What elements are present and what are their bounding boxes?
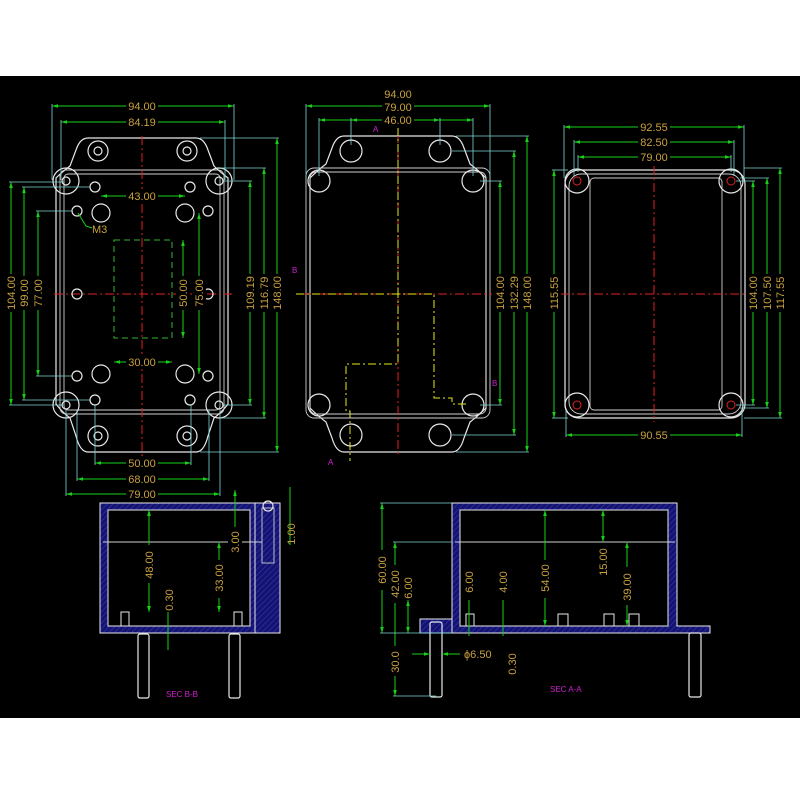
section-b-b: 48.00 0.30 3.00 33.00 1.00 SEC B-B xyxy=(99,487,298,699)
lid-view: 92.55 82.50 79.00 90.55 115.55 104.00 10… xyxy=(547,120,787,442)
dim-79-mid: 79.00 xyxy=(384,102,412,114)
dim-0-30-aa: 0.30 xyxy=(507,653,519,674)
dim-6-right: 6.00 xyxy=(464,571,476,592)
dim-46: 46.00 xyxy=(384,115,412,127)
dim-15: 15.00 xyxy=(598,548,610,576)
dim-104-mid: 104.00 xyxy=(495,276,507,310)
dim-82-50: 82.50 xyxy=(640,137,668,149)
dim-115-55: 115.55 xyxy=(549,277,561,310)
dim-diameter-6-50: ϕ6.50 xyxy=(464,649,492,661)
dim-94-mid-top: 94.00 xyxy=(384,89,412,101)
dim-43: 43.00 xyxy=(128,191,156,203)
dim-33: 33.00 xyxy=(214,564,226,592)
top-view: 94.00 94.00 79.00 46.00 A A B B 104.00 1… xyxy=(292,89,534,467)
section-marker-b-right: B xyxy=(492,379,497,388)
dim-104: 104.00 xyxy=(6,276,18,310)
dim-148: 148.00 xyxy=(272,276,284,310)
dim-90-55: 90.55 xyxy=(640,430,668,442)
dim-50: 50.00 xyxy=(128,458,156,470)
section-label-b-b: SEC B-B xyxy=(166,690,198,699)
section-marker-a-top: A xyxy=(373,125,379,134)
dim-109-19: 109.19 xyxy=(245,276,257,310)
dim-84-19: 84.19 xyxy=(128,117,156,129)
dim-68: 68.00 xyxy=(128,474,156,486)
dim-116-79: 116.79 xyxy=(259,277,271,310)
dim-75: 75.00 xyxy=(194,279,206,307)
dim-94: 94.00 xyxy=(128,101,156,113)
dim-39: 39.00 xyxy=(622,573,634,601)
section-marker-b-left: B xyxy=(292,266,297,275)
dim-77: 77.00 xyxy=(33,279,45,307)
cad-drawing: 94.00 84.19 43.00 30.00 50.00 68.00 79.0… xyxy=(4,89,787,699)
dim-1: 1.00 xyxy=(286,523,298,544)
dim-79: 79.00 xyxy=(128,489,156,501)
dim-48: 48.00 xyxy=(144,551,156,579)
dim-99: 99.00 xyxy=(19,279,31,307)
dim-4: 4.00 xyxy=(498,571,510,592)
dim-132-29: 132.29 xyxy=(509,276,521,310)
dim-107-50: 107.50 xyxy=(762,276,774,310)
dim-3: 3.00 xyxy=(230,531,242,552)
dim-104-lid: 104.00 xyxy=(748,276,760,310)
dim-0-30-bb: 0.30 xyxy=(164,589,176,610)
section-marker-a-bottom: A xyxy=(328,458,334,467)
dim-79-lid: 79.00 xyxy=(640,152,668,164)
bottom-view: 94.00 84.19 43.00 30.00 50.00 68.00 79.0… xyxy=(4,99,284,501)
dim-117-55: 117.55 xyxy=(775,277,787,310)
section-a-a: 60.00 42.00 6.00 30.0 6.00 ϕ6.50 4.00 0.… xyxy=(375,502,711,698)
dim-6-left: 6.00 xyxy=(403,577,415,598)
section-label-a-a: SEC A-A xyxy=(550,685,582,694)
dim-60: 60.00 xyxy=(377,556,389,584)
dim-50-v: 50.00 xyxy=(178,279,190,307)
dim-30-screw: 30.0 xyxy=(390,651,402,672)
dim-30: 30.00 xyxy=(128,357,156,369)
dim-148-mid: 148.00 xyxy=(522,276,534,310)
dim-54: 54.00 xyxy=(540,564,552,592)
dim-92-55: 92.55 xyxy=(640,122,668,134)
thread-callout-m3: M3 xyxy=(92,224,107,236)
dim-42: 42.00 xyxy=(390,570,402,598)
cad-drawing-canvas: 94.00 84.19 43.00 30.00 50.00 68.00 79.0… xyxy=(0,76,800,718)
